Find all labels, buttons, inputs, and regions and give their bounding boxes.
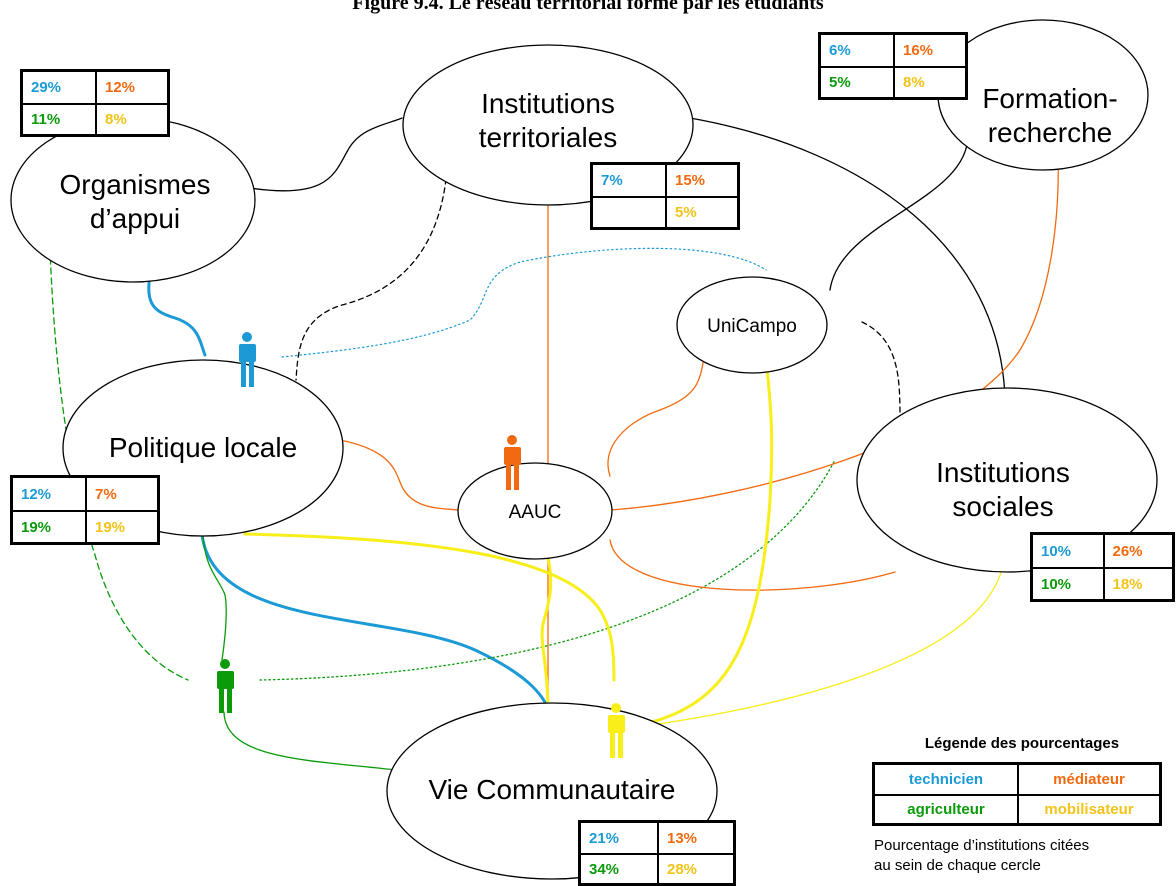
node-unicampo-label: UniCampo	[707, 316, 797, 337]
node-institutions-sociales-ellipse	[856, 387, 1158, 573]
node-formation-label: Formation-recherche	[982, 83, 1118, 148]
edge-orange-formation	[609, 151, 1059, 511]
cell-mobilisateur: 5%	[665, 196, 737, 227]
figure-title: Figure 9.4. Le réseau territorial formé …	[352, 0, 824, 14]
legend-title: Légende des pourcentages	[924, 735, 1120, 752]
cell-technicien: 21%	[589, 829, 620, 847]
cell-agriculteur: 34%	[581, 853, 657, 883]
edge-yellow-aauc	[540, 543, 553, 715]
table-organismes: 29% 12% 11% 8%	[20, 69, 170, 137]
cell-agriculteur: 5%	[821, 66, 893, 97]
edge-organismes-territoriales	[249, 117, 403, 192]
edge-blue-vie	[200, 533, 552, 715]
person-mobilisateur-icon	[608, 703, 625, 758]
person-technicien-icon	[239, 332, 256, 387]
cell-agriculteur	[593, 196, 665, 227]
edge-orange-politique	[339, 439, 459, 511]
table-vie: 21% 13% 34% 28%	[578, 820, 736, 886]
node-aauc-ellipse	[457, 462, 613, 560]
cell-mediateur: 12%	[95, 72, 167, 103]
cell-mediateur: 15%	[665, 165, 737, 196]
edge-yellow-sociales	[651, 559, 1005, 726]
person-agriculteur-icon	[217, 659, 234, 713]
legend-mobilisateur: mobilisateur	[1017, 794, 1159, 823]
cell-technicien: 12%	[21, 485, 52, 503]
cell-technicien: 7%	[601, 172, 623, 189]
cell-agriculteur: 11%	[23, 103, 95, 134]
node-vie-label: Vie Communautaire	[428, 774, 676, 805]
cell-mobilisateur: 8%	[893, 66, 965, 97]
cell-mediateur: 7%	[85, 478, 157, 510]
cell-mediateur: 13%	[657, 823, 733, 853]
edge-green-unicampo	[259, 459, 836, 681]
edge-territoriales-sociales	[689, 117, 1006, 399]
edge-yellow-unicampo	[650, 366, 774, 724]
table-institutions-sociales: 10% 26% 10% 18%	[1030, 532, 1175, 602]
table-politique: 12% 7% 19% 19%	[10, 475, 160, 545]
table-formation: 6% 16% 5% 8%	[818, 32, 968, 100]
cell-agriculteur: 19%	[13, 510, 85, 542]
cell-technicien: 29%	[31, 79, 62, 96]
edge-green-politique	[202, 534, 227, 661]
cell-agriculteur: 10%	[1033, 567, 1103, 599]
cell-mediateur: 16%	[893, 35, 965, 66]
legend-table: technicien médiateur agriculteur mobilis…	[872, 762, 1162, 826]
edge-green-vie	[223, 711, 397, 771]
legend-note: Pourcentage d’institutions citées au sei…	[874, 837, 1090, 874]
edge-blue-unicampo	[281, 247, 767, 358]
table-institutions-territoriales: 7% 15% 5%	[590, 162, 740, 230]
edge-yellow-politique	[243, 532, 616, 682]
cell-mediateur: 26%	[1102, 535, 1173, 567]
cell-technicien: 10%	[1041, 542, 1072, 560]
edge-blue-organismes	[147, 273, 207, 357]
edge-formation-unicampo	[829, 131, 969, 291]
node-aauc-label: AAUC	[508, 502, 562, 523]
legend-agriculteur: agriculteur	[875, 794, 1017, 823]
cell-mobilisateur: 28%	[657, 853, 733, 883]
person-mediateur-icon	[504, 435, 521, 490]
legend-mediateur: médiateur	[1017, 765, 1159, 794]
edge-orange-unicampo	[607, 351, 706, 477]
cell-mobilisateur: 19%	[85, 510, 157, 542]
cell-technicien: 6%	[829, 42, 851, 59]
node-unicampo-ellipse	[676, 276, 828, 374]
legend-technicien: technicien	[908, 771, 984, 788]
edge-unicampo-sociales	[861, 321, 901, 423]
edge-orange-sociales	[609, 539, 896, 591]
edge-territoriales-politique	[295, 169, 448, 381]
cell-mobilisateur: 8%	[95, 103, 167, 134]
cell-mobilisateur: 18%	[1102, 567, 1172, 599]
node-politique-label: Politique locale	[108, 432, 298, 463]
